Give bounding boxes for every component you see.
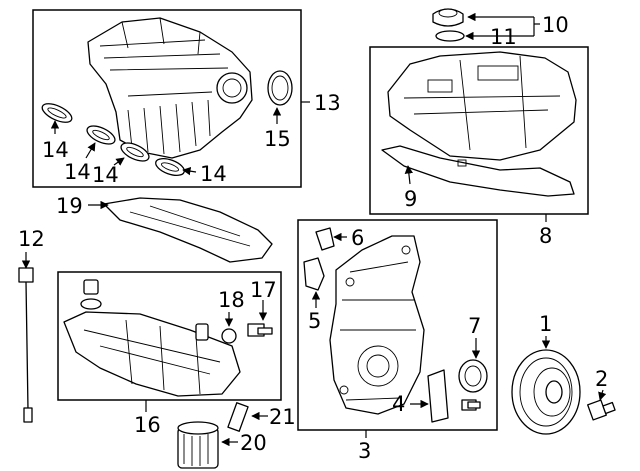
valve-cover <box>387 51 577 161</box>
cover-gasket-small <box>315 227 335 251</box>
oil-filler-cap <box>432 8 464 27</box>
callout-6: 6 <box>351 226 364 250</box>
callout-14-a: 14 <box>42 138 69 162</box>
oil-pan-plug-1 <box>83 279 99 295</box>
callout-2: 2 <box>595 367 608 391</box>
valve-cover-group-box <box>369 46 589 215</box>
callout-1: 1 <box>539 312 552 336</box>
callout-20: 20 <box>240 431 267 455</box>
callout-14-d: 14 <box>200 162 227 186</box>
callout-14-c: 14 <box>92 163 119 187</box>
callout-4: 4 <box>392 392 405 416</box>
cover-seal <box>303 257 325 291</box>
callout-8: 8 <box>539 224 552 248</box>
oil-filter <box>177 421 219 469</box>
oil-pan-washer <box>80 298 102 310</box>
front-crank-seal <box>458 359 488 393</box>
callout-11: 11 <box>490 25 517 49</box>
callout-9: 9 <box>404 187 417 211</box>
intake-gasket-2 <box>86 125 116 145</box>
callout-18: 18 <box>218 288 245 312</box>
callout-12: 12 <box>18 227 45 251</box>
intake-gasket-4 <box>155 158 185 176</box>
drain-plug <box>247 323 273 337</box>
callout-14-b: 14 <box>64 160 91 184</box>
oil-filter-fitting <box>227 402 249 432</box>
callout-15: 15 <box>264 127 291 151</box>
callout-10: 10 <box>542 13 569 37</box>
intake-manifold-group-box <box>32 9 302 188</box>
callout-3: 3 <box>358 439 371 463</box>
callout-21: 21 <box>269 405 296 429</box>
oil-pan-group-box <box>57 271 282 401</box>
leader-lines <box>21 12 607 447</box>
valve-cover-gasket <box>381 145 575 197</box>
callout-5: 5 <box>308 309 321 333</box>
filler-cap-seal <box>435 30 465 42</box>
crank-pulley-bolt <box>587 399 616 421</box>
callout-16: 16 <box>134 413 161 437</box>
oil-pan <box>63 311 241 397</box>
chain-guide <box>427 369 449 423</box>
callout-19: 19 <box>56 194 83 218</box>
baffle-plate <box>103 197 273 263</box>
intake-gasket-1 <box>41 103 73 123</box>
timing-cover-group-box <box>297 219 498 431</box>
oil-dipstick <box>18 267 34 423</box>
callout-17: 17 <box>250 278 277 302</box>
oil-pan-plug-2 <box>195 323 209 341</box>
timing-chain-cover <box>329 235 425 415</box>
callout-7: 7 <box>468 314 481 338</box>
callout-13: 13 <box>314 91 341 115</box>
intake-manifold <box>87 17 253 159</box>
cover-bolt <box>461 399 481 411</box>
drain-plug-washer <box>221 328 237 344</box>
crankshaft-pulley <box>511 349 581 435</box>
